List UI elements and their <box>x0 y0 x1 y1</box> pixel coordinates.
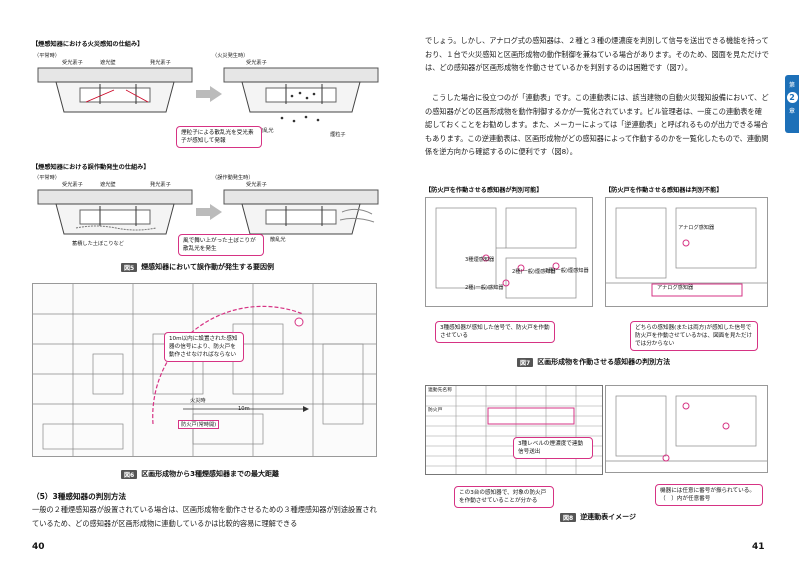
label-emitter-2: 発光素子 <box>150 182 171 188</box>
chapter-tab: 第 2 章 <box>785 75 799 133</box>
label-dust: 蓄積した土ぼこりなど <box>72 241 124 247</box>
chapter-number: 2 <box>786 92 798 103</box>
fig7-sl-3: 2種(一般)感知器 <box>465 285 504 291</box>
fig7-label: 図7 <box>517 357 534 367</box>
fig7-caption-text: 区画形成物を作動させる感知器の判別方法 <box>537 358 671 366</box>
fig7-sl-1: 2種(一般)煙感知器 <box>512 269 556 275</box>
fig8-plan-drawing <box>606 395 767 462</box>
label-scattered-2: 散乱光 <box>270 237 286 243</box>
page-number-right: 41 <box>752 542 765 552</box>
fig7-right-drawing <box>606 207 767 297</box>
fig6-distance-label: 10m <box>238 406 250 412</box>
fig7-analog-0: アナログ感知器 <box>678 225 715 231</box>
detector-malfunction-illustration <box>223 189 379 235</box>
fig6-floorplan <box>32 283 377 457</box>
fire-label: （火災発生時） <box>212 53 249 59</box>
fig7-left-callout: 3種感知器が感知した信号で、防火戸を作動させている <box>435 321 555 343</box>
label-shield-2: 遮光壁 <box>100 182 116 188</box>
fig7-caption: 図7 区画形成物を作動させる感知器の判別方法 <box>517 357 670 367</box>
fig8-table-header: 連動先名称 <box>428 388 452 393</box>
right-body-text-2: こうした場合に役立つのが「連動表」です。この連動表には、該当建物の自動火災報知設… <box>425 93 769 157</box>
fig7-left-title: 【防火戸を作動させる感知器が判別可能】 <box>425 187 543 194</box>
fig7-analog-1: アナログ感知器 <box>657 285 694 291</box>
chapter-suffix: 章 <box>788 108 795 115</box>
label-receiver-fire: 受光素子 <box>246 60 267 66</box>
fig7-right-callout: どちらの感知器(または両方)が感知した信号で防火戸を作動させているかは、図面を見… <box>630 321 758 351</box>
fig8-label: 図8 <box>560 512 577 522</box>
fig8-table <box>425 385 603 475</box>
fig6-label: 図6 <box>121 469 138 479</box>
label-shield-1: 遮光壁 <box>100 60 116 66</box>
floorplan-drawing <box>33 284 376 456</box>
label-receiver-2: 受光素子 <box>62 182 83 188</box>
arrow-right-icon <box>196 86 222 102</box>
right-body-text: でしょう。しかし、アナログ式の感知器は、２種と３種の煙濃度を判別して信号を送出で… <box>425 36 769 73</box>
label-emitter-1: 発光素子 <box>150 60 171 66</box>
fig7-right-title: 【防火戸を作動させる感知器は判別不能】 <box>605 187 723 194</box>
fig7-sl-0: 3種煙感知器 <box>465 257 495 263</box>
label-smoke: 煙粒子 <box>330 132 346 138</box>
section-heading: （5）3種感知器の判別方法 <box>32 492 127 501</box>
fig5-section1-title: 【煙感知器における火災感知の仕組み】 <box>32 41 144 48</box>
fig6-door-label: 防火戸(常時開) <box>178 420 220 429</box>
fig8-callout-1: 3種レベルの煙濃度で連動信号送出 <box>513 437 593 459</box>
fig7-left-drawing <box>435 207 577 299</box>
fig6-callout: 10m以内に設置された感知器の信号により、防火戸を動作させなければならない <box>164 332 244 362</box>
fig8-caption: 図8 逆連動表イメージ <box>560 512 636 522</box>
page-number-left: 40 <box>32 542 45 552</box>
fig7-sl-2: 2種(一般)煙感知器 <box>545 268 589 274</box>
left-body-text: 一般の２種煙感知器が設置されている場合は、区画形成物を動作させるための３種煙感知… <box>32 505 377 528</box>
fig7-left-plan <box>425 197 593 307</box>
fig8-table-grid <box>426 386 602 474</box>
smoke-particles-callout: 煙粒子による散乱光を受光素子が感知して発報 <box>176 126 262 148</box>
normal-label-2: （平常時） <box>34 175 60 181</box>
fig6-caption-text: 区画形成物から3種煙感知器までの最大距離 <box>141 470 280 478</box>
fig6-fire-label: 火災時 <box>190 398 206 404</box>
fig5-caption: 図5 煙感知器において誤作動が発生する要因例 <box>121 262 274 272</box>
fig6-caption: 図6 区画形成物から3種煙感知器までの最大距離 <box>121 469 279 479</box>
fig8-callout-2: この3台の感知器で、対象の防火戸を作動させていることが分かる <box>454 486 554 508</box>
label-scattered: 散乱光 <box>258 128 274 134</box>
fig5-label: 図5 <box>121 262 138 272</box>
dust-callout: 風で舞い上がった土ぼこりが散乱光を発生 <box>178 234 264 256</box>
fig5-caption-text: 煙感知器において誤作動が発生する要因例 <box>141 263 274 271</box>
arrow-right-icon-2 <box>196 204 222 220</box>
fig8-plan <box>605 385 768 473</box>
detector-normal-illustration <box>37 67 193 113</box>
detector-normal-illustration-2 <box>37 189 193 235</box>
chapter-prefix: 第 <box>788 82 795 89</box>
fig7-right-plan <box>605 197 768 307</box>
fig5-section2-title: 【煙感知器における誤作動発生の仕組み】 <box>32 164 150 171</box>
malfunction-label: （誤作動発生時） <box>212 175 254 181</box>
fig8-table-sub: 防火戸 <box>428 408 443 413</box>
fig8-caption-text: 逆連動表イメージ <box>580 513 637 521</box>
label-receiver-1: 受光素子 <box>62 60 83 66</box>
fig8-callout-3: 機器には任意に番号が振られている。（ ）内が任意番号 <box>655 484 763 506</box>
normal-label-1: （平常時） <box>34 53 60 59</box>
label-receiver-mal: 受光素子 <box>246 182 267 188</box>
detector-fire-illustration <box>223 67 379 123</box>
